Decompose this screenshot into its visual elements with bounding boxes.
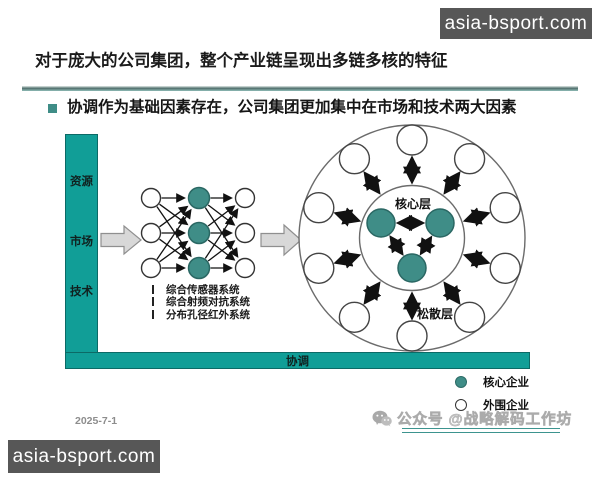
system-item: 分布孔径红外系统 [152, 308, 250, 321]
title-divider [22, 86, 578, 91]
system-item-label: 分布孔径红外系统 [166, 308, 250, 321]
core-layer-label: 核心层 [395, 196, 431, 211]
system-item-label: 综合传感器系统 [166, 283, 240, 296]
legend-peripheral-item: 外围企业 [455, 397, 529, 413]
factor-label-resources: 资源 [70, 176, 93, 188]
site-watermark-top: asia-bsport.com [440, 8, 592, 39]
page-title: 对于庞大的公司集团，整个产业链呈现出多链多核的特征 [35, 52, 448, 70]
flow-arrow-right [260, 223, 302, 257]
flow-arrow-left [100, 224, 142, 256]
legend-peripheral-label: 外围企业 [483, 400, 529, 412]
network-diagram [140, 186, 256, 280]
bullet-marker [48, 104, 57, 113]
system-item-label: 综合射频对抗系统 [166, 296, 250, 308]
peripheral-enterprise-dot-icon [455, 399, 467, 411]
watermark-text: 公众号 @战略解码工作坊 [397, 412, 573, 429]
legend-core-label: 核心企业 [483, 377, 529, 389]
wechat-icon [372, 410, 392, 427]
core-enterprise-dot-icon [455, 376, 467, 388]
slide-date: 2025-7-1 [75, 415, 118, 427]
tick-mark [152, 297, 154, 306]
factor-label-market: 市场 [70, 236, 93, 248]
coordination-bar: 协调 [65, 352, 530, 369]
coordination-label: 协调 [286, 355, 309, 368]
systems-list: 综合传感器系统 综合射频对抗系统 分布孔径红外系统 [152, 283, 250, 321]
bullet-text: 协调作为基础因素存在，公司集团更加集中在市场和技术两大因素 [67, 99, 517, 116]
watermark-underline [402, 428, 560, 433]
legend-core-item: 核心企业 [455, 374, 529, 390]
wechat-watermark: 公众号 @战略解码工作坊 [372, 408, 572, 429]
factor-label-technology: 技术 [70, 286, 93, 298]
site-watermark-bottom: asia-bsport.com [8, 440, 160, 473]
cluster-diagram [298, 124, 526, 352]
input-factors-bar: 资源 市场 技术 [65, 134, 98, 353]
tick-mark [152, 309, 154, 319]
system-item: 综合传感器系统 [152, 283, 250, 296]
tick-mark [152, 284, 154, 294]
system-item: 综合射频对抗系统 [152, 296, 250, 308]
loose-layer-label: 松散层 [417, 306, 453, 321]
